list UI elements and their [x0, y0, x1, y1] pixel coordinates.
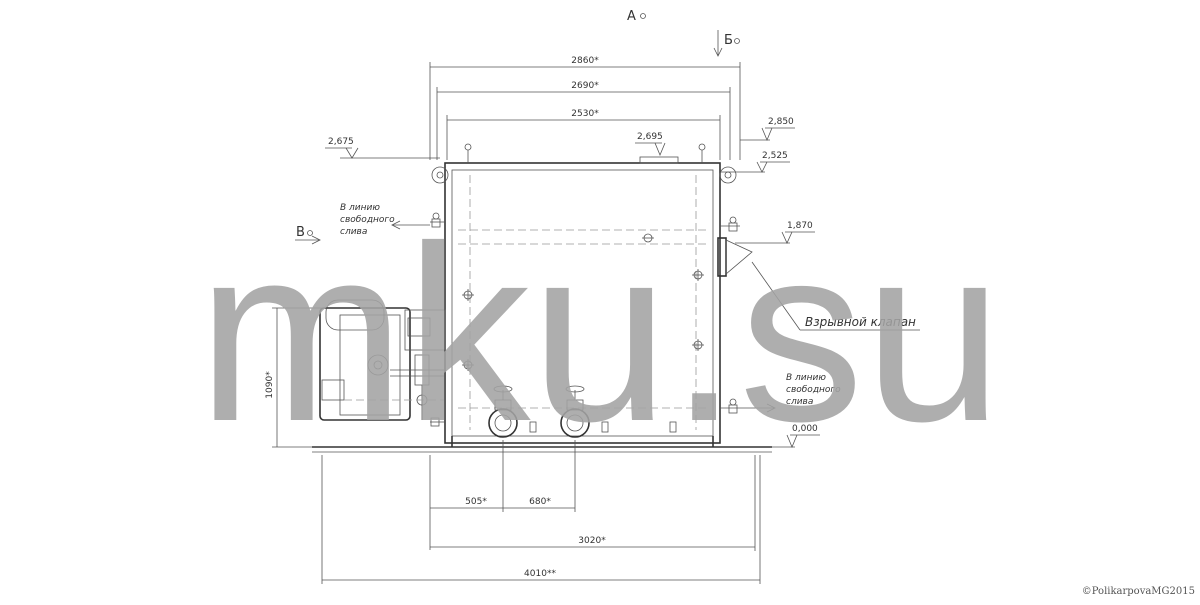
svg-text:2,675: 2,675	[328, 137, 354, 147]
label-explosion-valve: Взрывной клапан	[805, 315, 916, 329]
watermark: mku.su	[197, 194, 1003, 473]
elevation-1870: 1,870	[735, 221, 815, 244]
elevation-2525: 2,525	[720, 151, 790, 173]
svg-text:Б: Б	[724, 33, 733, 48]
valve-right-lower	[720, 398, 740, 414]
dim-2690: 2690*	[436, 81, 731, 160]
svg-text:слива: слива	[340, 227, 367, 237]
svg-text:2,850: 2,850	[768, 117, 794, 127]
drain-cocks	[529, 421, 677, 433]
lifting-lug-right	[719, 166, 737, 184]
elevation-2850: 2,850	[740, 117, 795, 142]
valve-left-upper	[430, 212, 445, 228]
svg-text:2,525: 2,525	[762, 151, 788, 161]
svg-text:свободного: свободного	[786, 385, 841, 395]
svg-text:А: А	[627, 9, 636, 24]
svg-text:0,000: 0,000	[792, 424, 818, 434]
dim-4010: 4010**	[321, 455, 761, 584]
svg-text:2,695: 2,695	[637, 132, 663, 142]
svg-text:В: В	[296, 225, 305, 240]
svg-text:3020*: 3020*	[578, 536, 606, 546]
valve-right-upper	[720, 216, 740, 232]
dim-3020: 3020*	[430, 455, 756, 551]
nozzle-valve-right	[560, 385, 590, 438]
svg-text:свободного: свободного	[340, 215, 395, 225]
svg-text:4010**: 4010**	[524, 569, 556, 579]
ground-line	[312, 446, 772, 453]
svg-text:2860*: 2860*	[571, 56, 599, 66]
svg-text:слива: слива	[786, 397, 813, 407]
svg-text:2690*: 2690*	[571, 81, 599, 91]
lifting-lug-left	[431, 166, 449, 184]
top-hatch	[639, 156, 679, 164]
svg-text:680*: 680*	[529, 497, 551, 507]
svg-text:В линию: В линию	[786, 373, 826, 383]
nozzle-valve-left	[488, 385, 518, 438]
label-drain-left: В линию свободного слива	[340, 203, 430, 237]
dim-1090: 1090*	[265, 307, 325, 448]
view-marker-v: В	[295, 225, 321, 245]
svg-text:В линию: В линию	[340, 203, 380, 213]
elevation-2695: 2,695	[635, 132, 666, 157]
elevation-0000: 0,000	[772, 424, 820, 449]
burner-unit	[319, 299, 446, 421]
copyright: ©PolikarpovaMG2015	[1082, 586, 1195, 597]
dim-505: 505*	[429, 440, 504, 550]
elevation-2675: 2,675	[325, 137, 440, 159]
svg-text:1090*: 1090*	[265, 371, 275, 399]
svg-text:505*: 505*	[465, 497, 487, 507]
dim-2530: 2530*	[446, 109, 721, 160]
dim-680: 680*	[503, 440, 576, 512]
label-drain-right: В линию свободного слива	[740, 373, 841, 413]
view-marker-b: Б	[713, 30, 740, 57]
svg-text:2530*: 2530*	[571, 109, 599, 119]
view-marker-a: А	[627, 9, 646, 24]
svg-text:1,870: 1,870	[787, 221, 813, 231]
dim-2860: 2860*	[429, 56, 741, 160]
explosion-valve	[717, 237, 920, 331]
valve-left-lower	[430, 417, 445, 427]
tank-body	[431, 143, 737, 447]
